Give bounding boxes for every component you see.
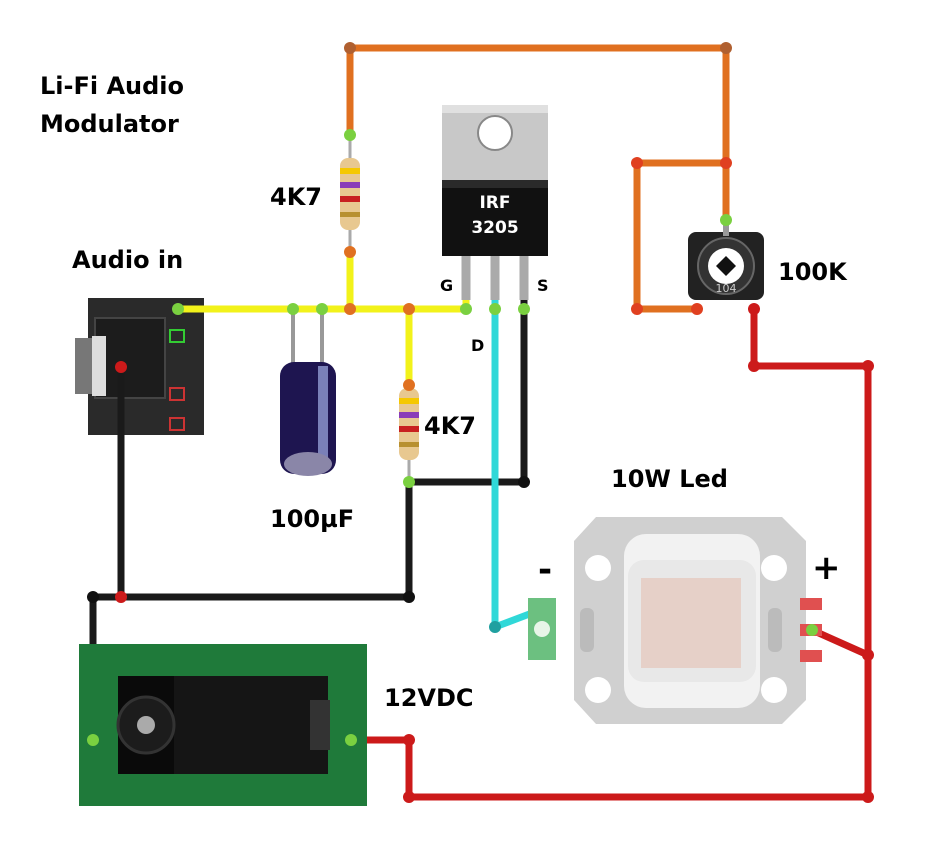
mosfet-label-line1: IRF xyxy=(479,193,510,213)
potentiometer-code: 104 xyxy=(716,282,737,295)
led-minus-label: - xyxy=(538,550,553,590)
led-plus-label: + xyxy=(812,548,841,588)
wire-signal xyxy=(174,248,470,389)
resistor-r1-label: 4K7 xyxy=(270,183,322,211)
wire-drain xyxy=(491,266,544,631)
led-module xyxy=(528,517,822,724)
power-jack xyxy=(79,644,367,806)
led-label: 10W Led xyxy=(611,465,728,493)
capacitor xyxy=(280,309,336,476)
power-label: 12VDC xyxy=(384,684,474,712)
wire-ground xyxy=(89,266,528,744)
mosfet-label-line2: 3205 xyxy=(471,218,518,238)
pin-g-label: G xyxy=(440,276,454,295)
pin-s-label: S xyxy=(537,276,549,295)
title-line2: Modulator xyxy=(40,110,179,138)
resistor-r2 xyxy=(399,385,419,482)
pin-d-label: D xyxy=(471,336,485,355)
audio-in-label: Audio in xyxy=(72,246,184,274)
title-line1: Li-Fi Audio xyxy=(40,72,185,100)
resistor-r2-label: 4K7 xyxy=(424,412,476,440)
potentiometer xyxy=(688,218,764,300)
capacitor-label: 100µF xyxy=(270,505,355,533)
potentiometer-label: 100K xyxy=(778,258,847,286)
resistor-r1 xyxy=(340,135,360,252)
wire-junctions xyxy=(87,42,874,803)
mosfet xyxy=(442,105,548,300)
audio-jack xyxy=(75,298,204,435)
wire-feedback xyxy=(346,44,730,313)
